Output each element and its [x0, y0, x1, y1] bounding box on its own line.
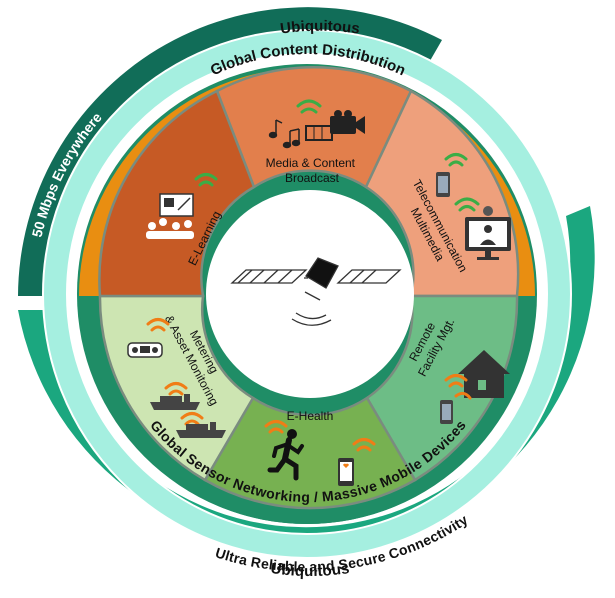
wifi-icon	[146, 318, 204, 426]
satellite-icon	[230, 257, 402, 326]
video-call-icon	[465, 206, 511, 260]
ship-icon	[176, 422, 226, 438]
video-camera-icon	[305, 110, 365, 141]
runner-icon	[267, 429, 304, 481]
ubiquitous-bottom-label: Ubiquitous	[270, 560, 351, 580]
presentation-icon	[146, 193, 194, 239]
wifi-icon	[194, 173, 218, 187]
wifi-icon	[444, 374, 472, 400]
smartphone-icon	[436, 172, 450, 197]
music-notes-icon	[268, 119, 301, 149]
wifi-icon	[444, 153, 480, 212]
outer-top-arc	[18, 7, 442, 296]
segment-media-label: Media & Content Broadcast	[266, 156, 359, 185]
ship-icon	[150, 394, 200, 410]
ubiquitous-top-label: Ubiquitous	[279, 18, 361, 38]
wifi-icon	[264, 420, 376, 452]
smartphone-icon	[338, 458, 354, 486]
wifi-icon	[296, 99, 322, 114]
segment-remote	[365, 294, 519, 482]
segment-ehealth-label: E-Health	[287, 409, 334, 423]
meter-icon	[127, 342, 163, 358]
ubiquitous-ring	[43, 30, 571, 558]
smartphone-icon	[440, 400, 453, 424]
house-icon	[458, 350, 510, 398]
